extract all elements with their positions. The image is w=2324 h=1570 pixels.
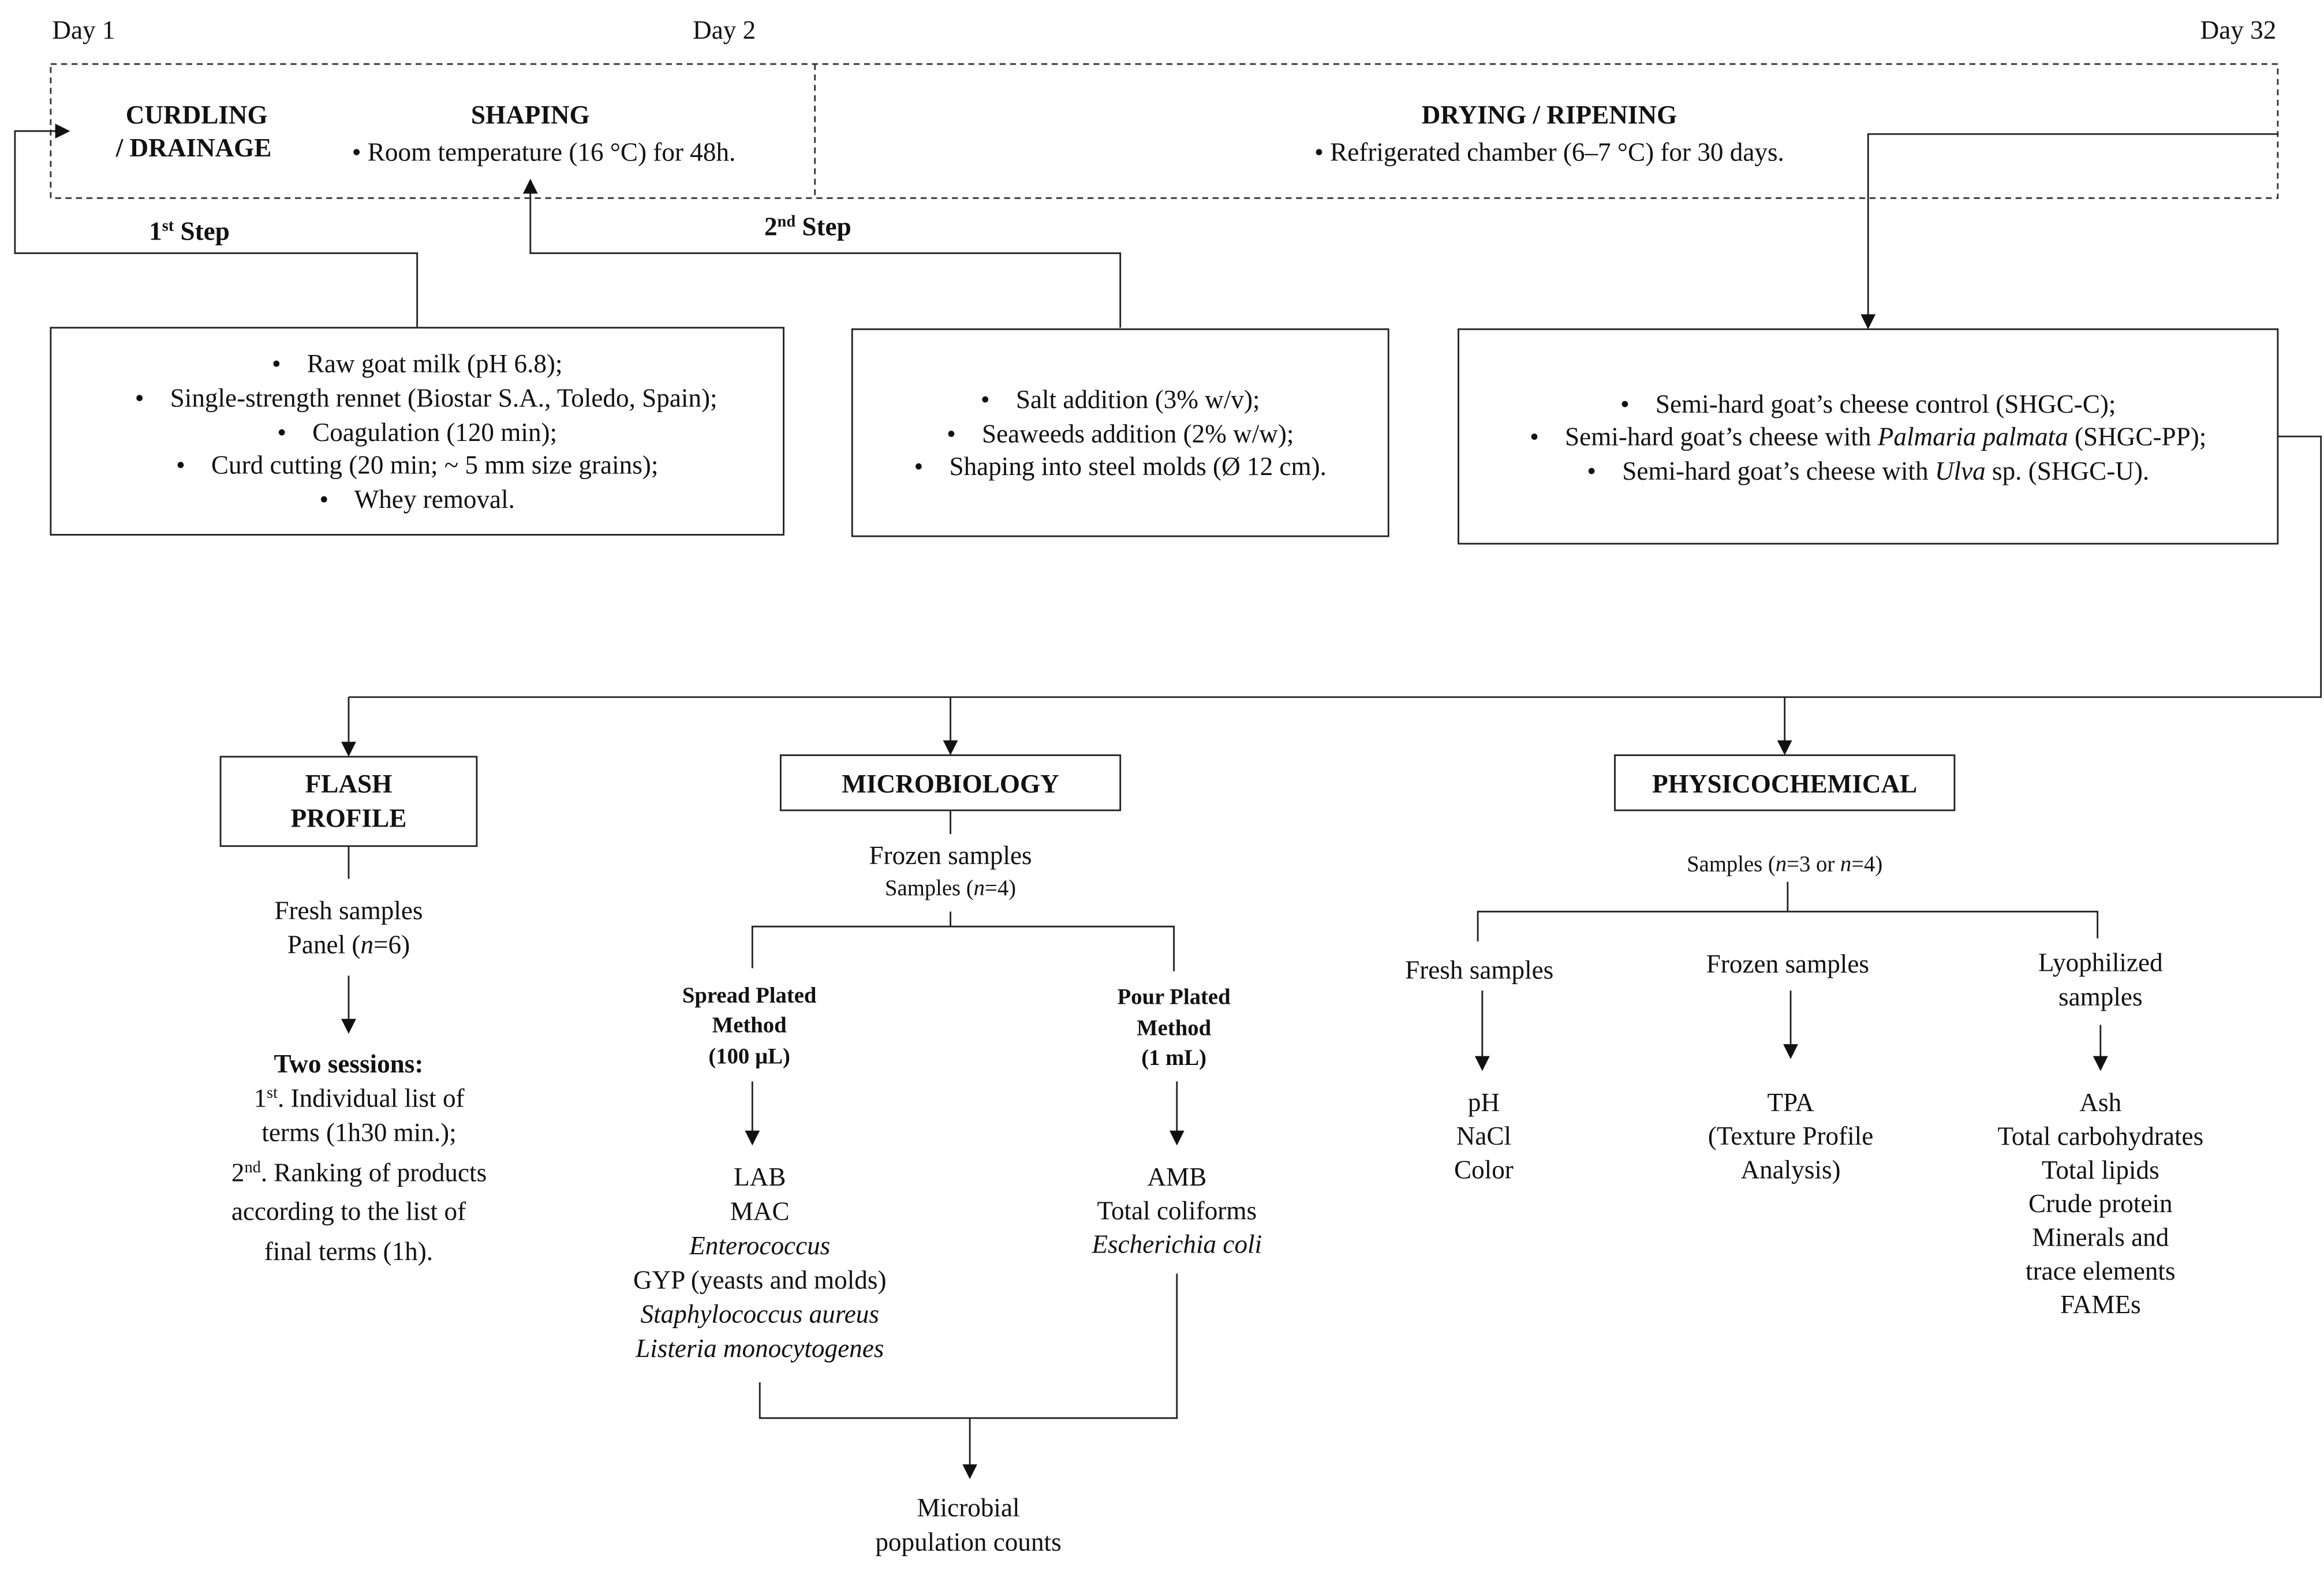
micro-frozen-samples: Frozen samples (869, 841, 1032, 870)
curdling-steps-box (50, 327, 784, 536)
session-2: 2nd. Ranking of products (231, 1158, 487, 1187)
pour-result: Escherichia coli (1091, 1229, 1262, 1258)
spread-result: MAC (730, 1197, 790, 1226)
session-2-cont: final terms (1h). (264, 1237, 433, 1266)
sessions-title: Two sessions: (274, 1049, 424, 1078)
spread-method: (100 µL) (708, 1045, 790, 1069)
fresh-result: Color (1454, 1155, 1514, 1184)
ripening-arrow (1860, 133, 2278, 330)
spread-result: Enterococcus (689, 1231, 830, 1260)
lyophilized-result: Crude protein (2028, 1189, 2173, 1218)
shaping-step: • Salt addition (3% w/v); (981, 385, 1260, 414)
stage-curdling-title: CURDLING (126, 100, 268, 129)
spread-result: GYP (yeasts and molds) (633, 1265, 887, 1294)
lyophilized-result: Total lipids (2042, 1156, 2159, 1184)
micro-merge-connector (759, 1273, 1178, 1419)
micro-outcome: Microbial (917, 1493, 1019, 1522)
microbiology-box (779, 754, 1122, 812)
lyophilized-result: trace elements (2026, 1257, 2176, 1285)
curdling-step: • Curd cutting (20 min; ~ 5 mm size grai… (176, 451, 658, 480)
curdling-step: • Raw goat milk (pH 6.8); (272, 349, 563, 378)
stage-curdling-title-2: / DRAINAGE (115, 133, 272, 162)
timeline-dashed-frame (50, 63, 2279, 199)
physico-lyo-label: Lyophilized (2038, 948, 2163, 977)
flash-profile-title: FLASH (305, 769, 393, 798)
session-1: 1st. Individual list of (253, 1083, 465, 1112)
day-32-label: Day 32 (2200, 16, 2277, 44)
spread-result: LAB (734, 1162, 786, 1191)
cheese-sample-palmaria: • Semi-hard goat’s cheese with Palmaria … (1530, 423, 2206, 451)
session-1-cont: terms (1h30 min.); (261, 1118, 456, 1147)
lyophilized-result: Ash (2079, 1088, 2121, 1117)
fresh-result: NaCl (1456, 1122, 1511, 1150)
first-step-arrow (14, 124, 419, 328)
physico-split-connector (1477, 881, 2099, 941)
pour-method: Method (1137, 1016, 1211, 1041)
pour-result: Total coliforms (1097, 1196, 1257, 1225)
lyophilized-result: Total carbohydrates (1997, 1122, 2203, 1150)
curdling-step: • Coagulation (120 min); (277, 418, 557, 447)
pour-method: (1 mL) (1141, 1046, 1206, 1070)
second-step-label: 2nd Step (764, 212, 851, 241)
flash-panel: Panel (n=6) (287, 930, 410, 959)
pour-result: AMB (1147, 1162, 1206, 1191)
physicochemical-title: PHYSICOCHEMICAL (1652, 769, 1917, 798)
spread-result: Staphylococcus aureus (641, 1300, 879, 1329)
stage-shaping-title: SHAPING (471, 100, 590, 129)
first-step-label: 1st Step (149, 216, 230, 245)
physico-frozen-label: Frozen samples (1706, 950, 1869, 978)
flash-profile-title-2: PROFILE (291, 803, 407, 832)
lyophilized-result: FAMEs (2060, 1290, 2141, 1319)
curdling-step: • Whey removal. (319, 485, 515, 514)
day-1-label: Day 1 (52, 16, 115, 44)
spread-result: Listeria monocytogenes (635, 1334, 884, 1363)
flash-samples: Fresh samples (274, 896, 423, 925)
stage-drying-title: DRYING / RIPENING (1422, 100, 1677, 129)
cheese-sample-ulva: • Semi-hard goat’s cheese with Ulva sp. … (1587, 457, 2149, 485)
stage-shaping-detail: • Room temperature (16 °C) for 48h. (352, 138, 736, 167)
fresh-result: pH (1468, 1088, 1500, 1117)
analysis-connector (348, 435, 2322, 698)
curdling-step: • Single-strength rennet (Biostar S.A., … (135, 384, 718, 413)
physicochemical-box (1614, 754, 1956, 812)
stage-drying-detail: • Refrigerated chamber (6–7 °C) for 30 d… (1314, 138, 1784, 167)
shaping-steps-box (851, 328, 1389, 537)
physico-fresh-label: Fresh samples (1405, 955, 1553, 984)
micro-split-connector (751, 911, 1175, 971)
micro-samples-count: Samples (n=4) (885, 876, 1016, 900)
cheese-sample-control: • Semi-hard goat’s cheese control (SHGC-… (1620, 390, 2116, 418)
shaping-step: • Seaweeds addition (2% w/w); (947, 419, 1294, 448)
pour-method: Pour Plated (1118, 985, 1231, 1009)
frozen-result: Analysis) (1740, 1155, 1840, 1184)
day-2-label: Day 2 (693, 16, 756, 44)
frozen-result: TPA (1767, 1088, 1814, 1117)
lyophilized-result: Minerals and (2032, 1223, 2169, 1251)
shaping-step: • Shaping into steel molds (Ø 12 cm). (914, 452, 1327, 481)
spread-method: Method (712, 1013, 787, 1037)
physico-samples-count: Samples (n=3 or n=4) (1687, 853, 1882, 877)
physico-lyo-label: samples (2058, 982, 2142, 1011)
micro-outcome: population counts (875, 1527, 1061, 1556)
session-2-cont: according to the list of (231, 1197, 466, 1226)
second-step-arrow (522, 178, 1122, 328)
spread-method: Spread Plated (682, 984, 817, 1008)
microbiology-title: MICROBIOLOGY (842, 769, 1059, 798)
frozen-result: (Texture Profile (1708, 1122, 1873, 1150)
